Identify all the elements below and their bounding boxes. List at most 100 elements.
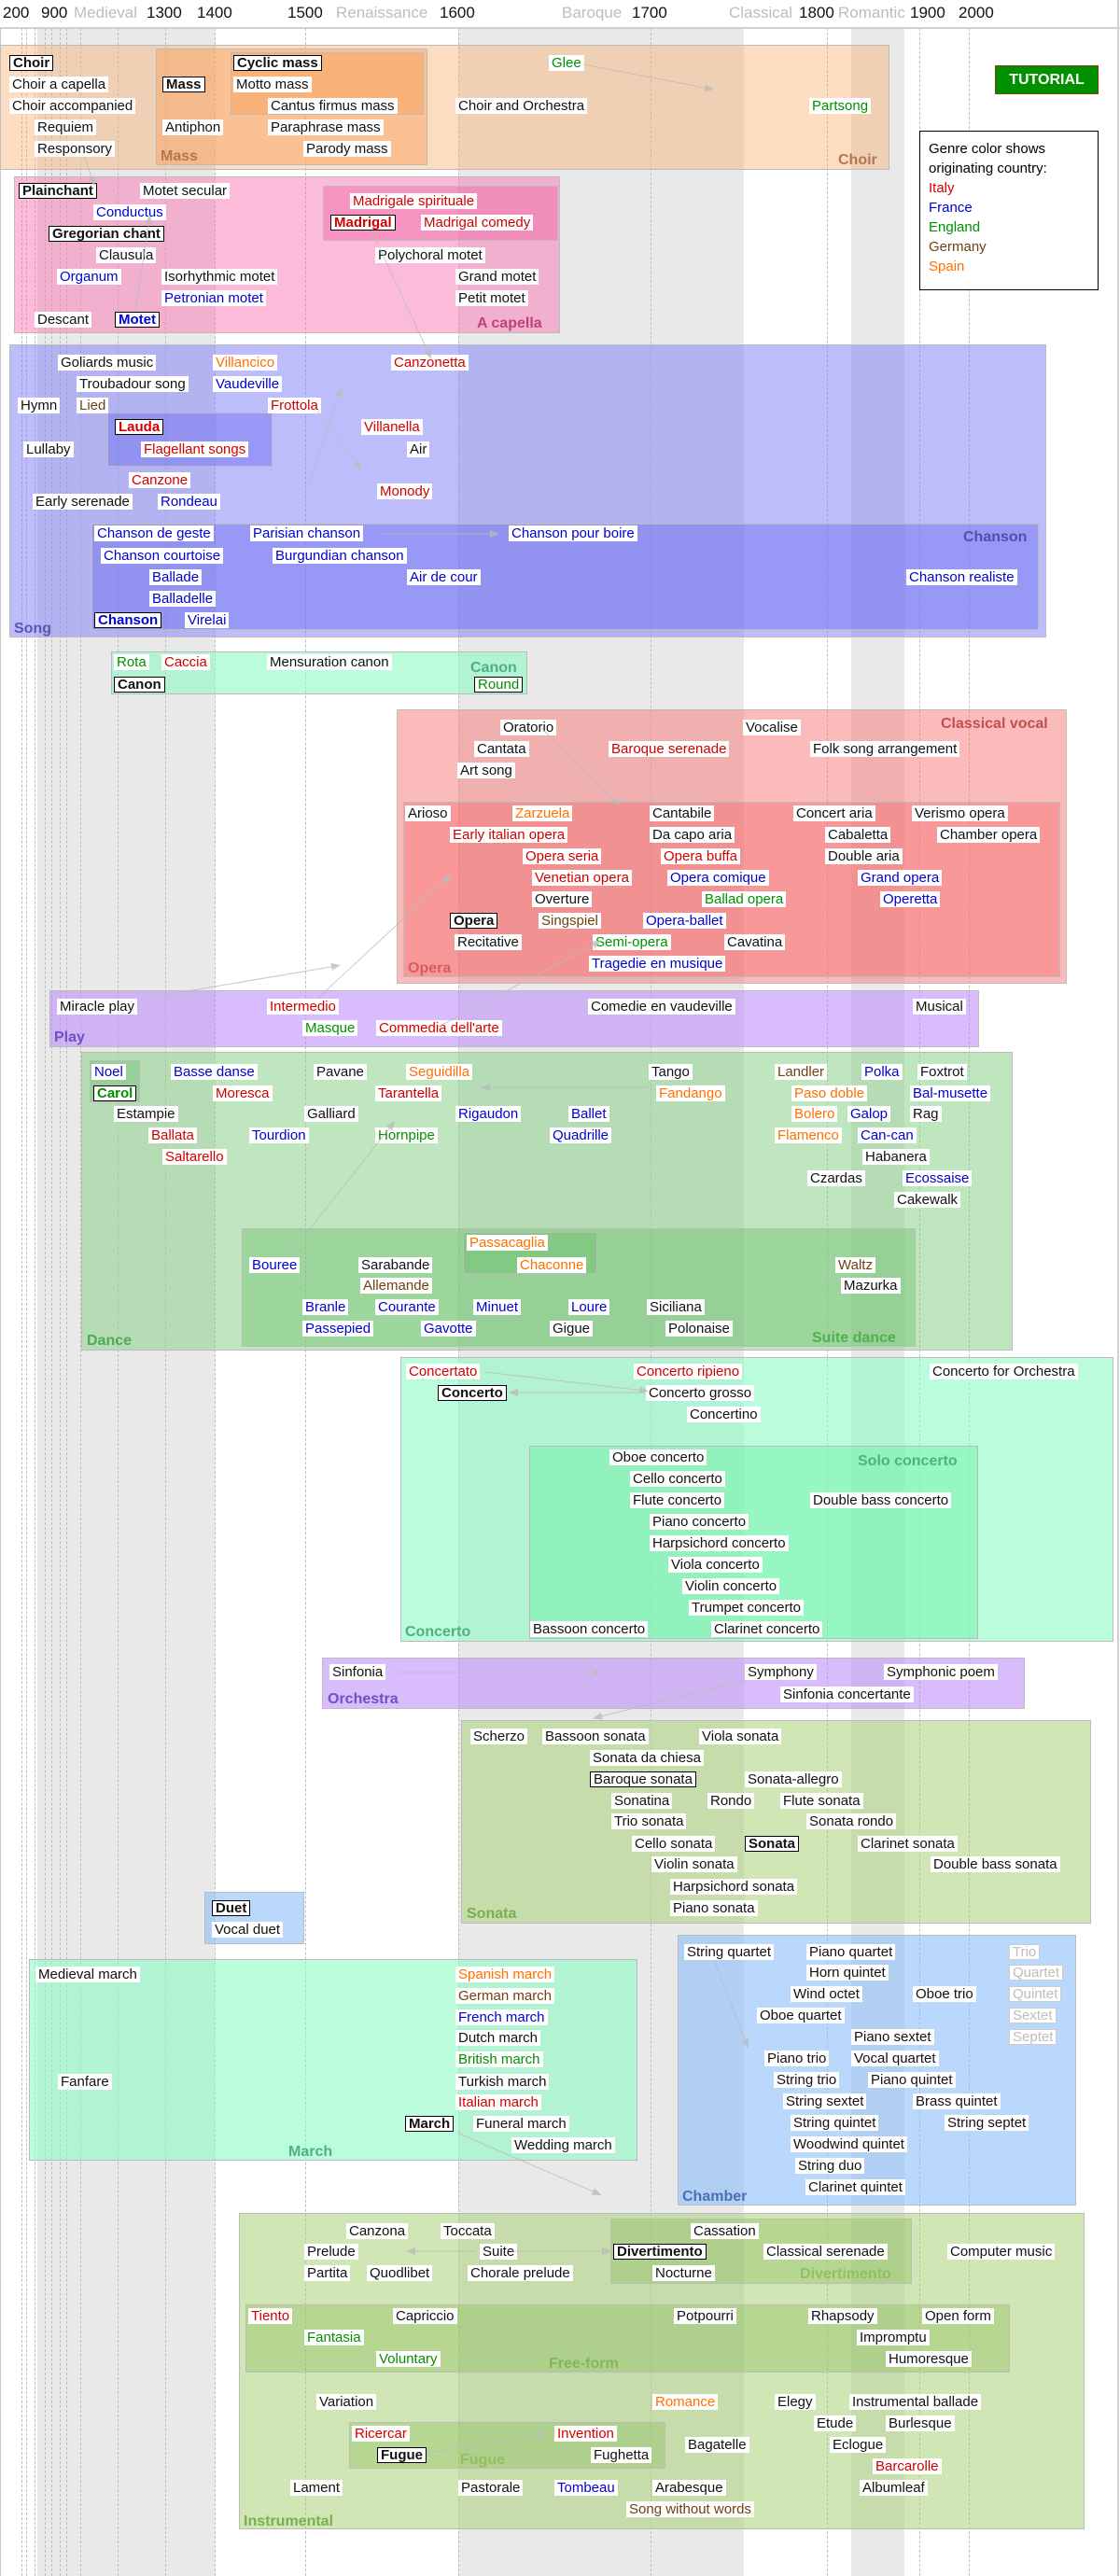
- genre-can-can[interactable]: Can-can: [858, 1127, 917, 1143]
- genre-double-bass-concerto[interactable]: Double bass concerto: [810, 1492, 952, 1508]
- genre-clarinet-concerto[interactable]: Clarinet concerto: [711, 1621, 823, 1637]
- genre-responsory[interactable]: Responsory: [35, 141, 116, 157]
- genre-instrumental-ballade[interactable]: Instrumental ballade: [849, 2394, 982, 2410]
- genre-viola-sonata[interactable]: Viola sonata: [699, 1729, 782, 1744]
- genre-galop[interactable]: Galop: [847, 1106, 891, 1122]
- genre-intermedio[interactable]: Intermedio: [267, 999, 339, 1015]
- genre-grand-opera[interactable]: Grand opera: [858, 870, 943, 886]
- genre-mensuration-canon[interactable]: Mensuration canon: [267, 654, 392, 670]
- genre-tragedie-en-musique[interactable]: Tragedie en musique: [589, 956, 726, 972]
- genre-dutch-march[interactable]: Dutch march: [455, 2030, 541, 2046]
- genre-flagellant-songs[interactable]: Flagellant songs: [141, 441, 249, 457]
- genre-sonata-da-chiesa[interactable]: Sonata da chiesa: [590, 1750, 704, 1766]
- genre-lauda[interactable]: Lauda: [115, 419, 164, 435]
- genre-basse-danse[interactable]: Basse danse: [171, 1064, 258, 1080]
- genre-seguidilla[interactable]: Seguidilla: [406, 1064, 473, 1080]
- genre-sonata-allegro[interactable]: Sonata-allegro: [745, 1771, 842, 1787]
- genre-piano-sextet[interactable]: Piano sextet: [851, 2029, 934, 2045]
- genre-concerto-ripieno[interactable]: Concerto ripieno: [634, 1364, 743, 1379]
- genre-motet[interactable]: Motet: [115, 312, 160, 328]
- genre-bouree[interactable]: Bouree: [249, 1257, 301, 1273]
- genre-air[interactable]: Air: [407, 441, 430, 457]
- genre-medieval-march[interactable]: Medieval march: [35, 1967, 140, 1982]
- genre-cassation[interactable]: Cassation: [691, 2223, 759, 2239]
- genre-double-bass-sonata[interactable]: Double bass sonata: [931, 1856, 1060, 1872]
- genre-caccia[interactable]: Caccia: [161, 654, 210, 670]
- genre-woodwind-quintet[interactable]: Woodwind quintet: [791, 2136, 907, 2152]
- genre-landler[interactable]: Landler: [775, 1064, 828, 1080]
- genre-opera-buffa[interactable]: Opera buffa: [661, 848, 740, 864]
- genre-madrigale-spirituale[interactable]: Madrigale spirituale: [350, 193, 478, 209]
- genre-violin-concerto[interactable]: Violin concerto: [682, 1578, 780, 1594]
- genre-sinfonia-concertante[interactable]: Sinfonia concertante: [780, 1687, 914, 1702]
- genre-verismo-opera[interactable]: Verismo opera: [912, 805, 1008, 821]
- genre-cakewalk[interactable]: Cakewalk: [894, 1192, 961, 1208]
- genre-antiphon[interactable]: Antiphon: [162, 119, 224, 135]
- genre-operetta[interactable]: Operetta: [880, 891, 941, 907]
- genre-suite[interactable]: Suite: [480, 2244, 518, 2260]
- genre-oratorio[interactable]: Oratorio: [500, 720, 557, 735]
- genre-viola-concerto[interactable]: Viola concerto: [668, 1557, 763, 1573]
- genre-overture[interactable]: Overture: [532, 891, 593, 907]
- genre-choir-accompanied[interactable]: Choir accompanied: [9, 98, 136, 114]
- genre-da-capo-aria[interactable]: Da capo aria: [650, 827, 735, 843]
- genre-cabaletta[interactable]: Cabaletta: [825, 827, 891, 843]
- genre-fantasia[interactable]: Fantasia: [304, 2330, 364, 2345]
- genre-rag[interactable]: Rag: [910, 1106, 942, 1122]
- genre-open-form[interactable]: Open form: [922, 2308, 994, 2324]
- genre-classical-serenade[interactable]: Classical serenade: [763, 2244, 888, 2260]
- genre-organum[interactable]: Organum: [57, 269, 121, 285]
- genre-tombeau[interactable]: Tombeau: [554, 2480, 618, 2496]
- genre-saltarello[interactable]: Saltarello: [162, 1149, 227, 1165]
- genre-choir[interactable]: Choir: [9, 55, 54, 71]
- genre-rhapsody[interactable]: Rhapsody: [808, 2308, 877, 2324]
- genre-singspiel[interactable]: Singspiel: [539, 913, 601, 929]
- genre-carol[interactable]: Carol: [93, 1085, 137, 1101]
- genre-vaudeville[interactable]: Vaudeville: [213, 376, 283, 392]
- genre-chaconne[interactable]: Chaconne: [517, 1257, 587, 1273]
- genre-monody[interactable]: Monody: [377, 483, 433, 499]
- genre-moresca[interactable]: Moresca: [213, 1085, 273, 1101]
- genre-masque[interactable]: Masque: [302, 1020, 358, 1036]
- genre-madrigal-comedy[interactable]: Madrigal comedy: [421, 215, 534, 231]
- genre-divertimento[interactable]: Divertimento: [613, 2244, 707, 2260]
- genre-duet[interactable]: Duet: [212, 1900, 251, 1916]
- genre-recitative[interactable]: Recitative: [455, 934, 522, 950]
- genre-cello-sonata[interactable]: Cello sonata: [632, 1836, 716, 1852]
- genre-computer-music[interactable]: Computer music: [947, 2244, 1056, 2260]
- genre-albumleaf[interactable]: Albumleaf: [860, 2480, 928, 2496]
- genre-motto-mass[interactable]: Motto mass: [233, 77, 312, 92]
- genre-mass[interactable]: Mass: [162, 77, 205, 92]
- genre-toccata[interactable]: Toccata: [441, 2223, 495, 2239]
- genre-concerto[interactable]: Concerto: [438, 1385, 507, 1401]
- genre-flamenco[interactable]: Flamenco: [775, 1127, 842, 1143]
- genre-tarantella[interactable]: Tarantella: [375, 1085, 442, 1101]
- genre-bolero[interactable]: Bolero: [791, 1106, 838, 1122]
- genre-passepied[interactable]: Passepied: [302, 1321, 374, 1337]
- genre-opera[interactable]: Opera: [450, 913, 498, 929]
- genre-romance[interactable]: Romance: [652, 2394, 719, 2410]
- genre-tourdion[interactable]: Tourdion: [249, 1127, 309, 1143]
- genre-passacaglia[interactable]: Passacaglia: [467, 1235, 548, 1251]
- genre-descant[interactable]: Descant: [35, 312, 92, 328]
- genre-lullaby[interactable]: Lullaby: [23, 441, 74, 457]
- genre-musical[interactable]: Musical: [913, 999, 966, 1015]
- genre-italian-march[interactable]: Italian march: [455, 2094, 541, 2110]
- genre-quodlibet[interactable]: Quodlibet: [367, 2265, 433, 2281]
- genre-bassoon-sonata[interactable]: Bassoon sonata: [542, 1729, 649, 1744]
- genre-violin-sonata[interactable]: Violin sonata: [651, 1856, 737, 1872]
- genre-foxtrot[interactable]: Foxtrot: [917, 1064, 967, 1080]
- genre-potpourri[interactable]: Potpourri: [674, 2308, 736, 2324]
- genre-chanson-pour-boire[interactable]: Chanson pour boire: [509, 525, 637, 541]
- genre-bagatelle[interactable]: Bagatelle: [685, 2437, 749, 2453]
- genre-concert-aria[interactable]: Concert aria: [793, 805, 875, 821]
- genre-courante[interactable]: Courante: [375, 1299, 439, 1315]
- genre-harpsichord-sonata[interactable]: Harpsichord sonata: [670, 1879, 798, 1895]
- genre-british-march[interactable]: British march: [455, 2051, 543, 2067]
- ensemble-filter-trio[interactable]: Trio: [1009, 1944, 1041, 1960]
- genre-elegy[interactable]: Elegy: [775, 2394, 816, 2410]
- genre-comedie-en-vaudeville[interactable]: Comedie en vaudeville: [588, 999, 735, 1015]
- genre-prelude[interactable]: Prelude: [304, 2244, 358, 2260]
- genre-wedding-march[interactable]: Wedding march: [511, 2137, 615, 2153]
- ensemble-filter-sextet[interactable]: Sextet: [1009, 2008, 1057, 2023]
